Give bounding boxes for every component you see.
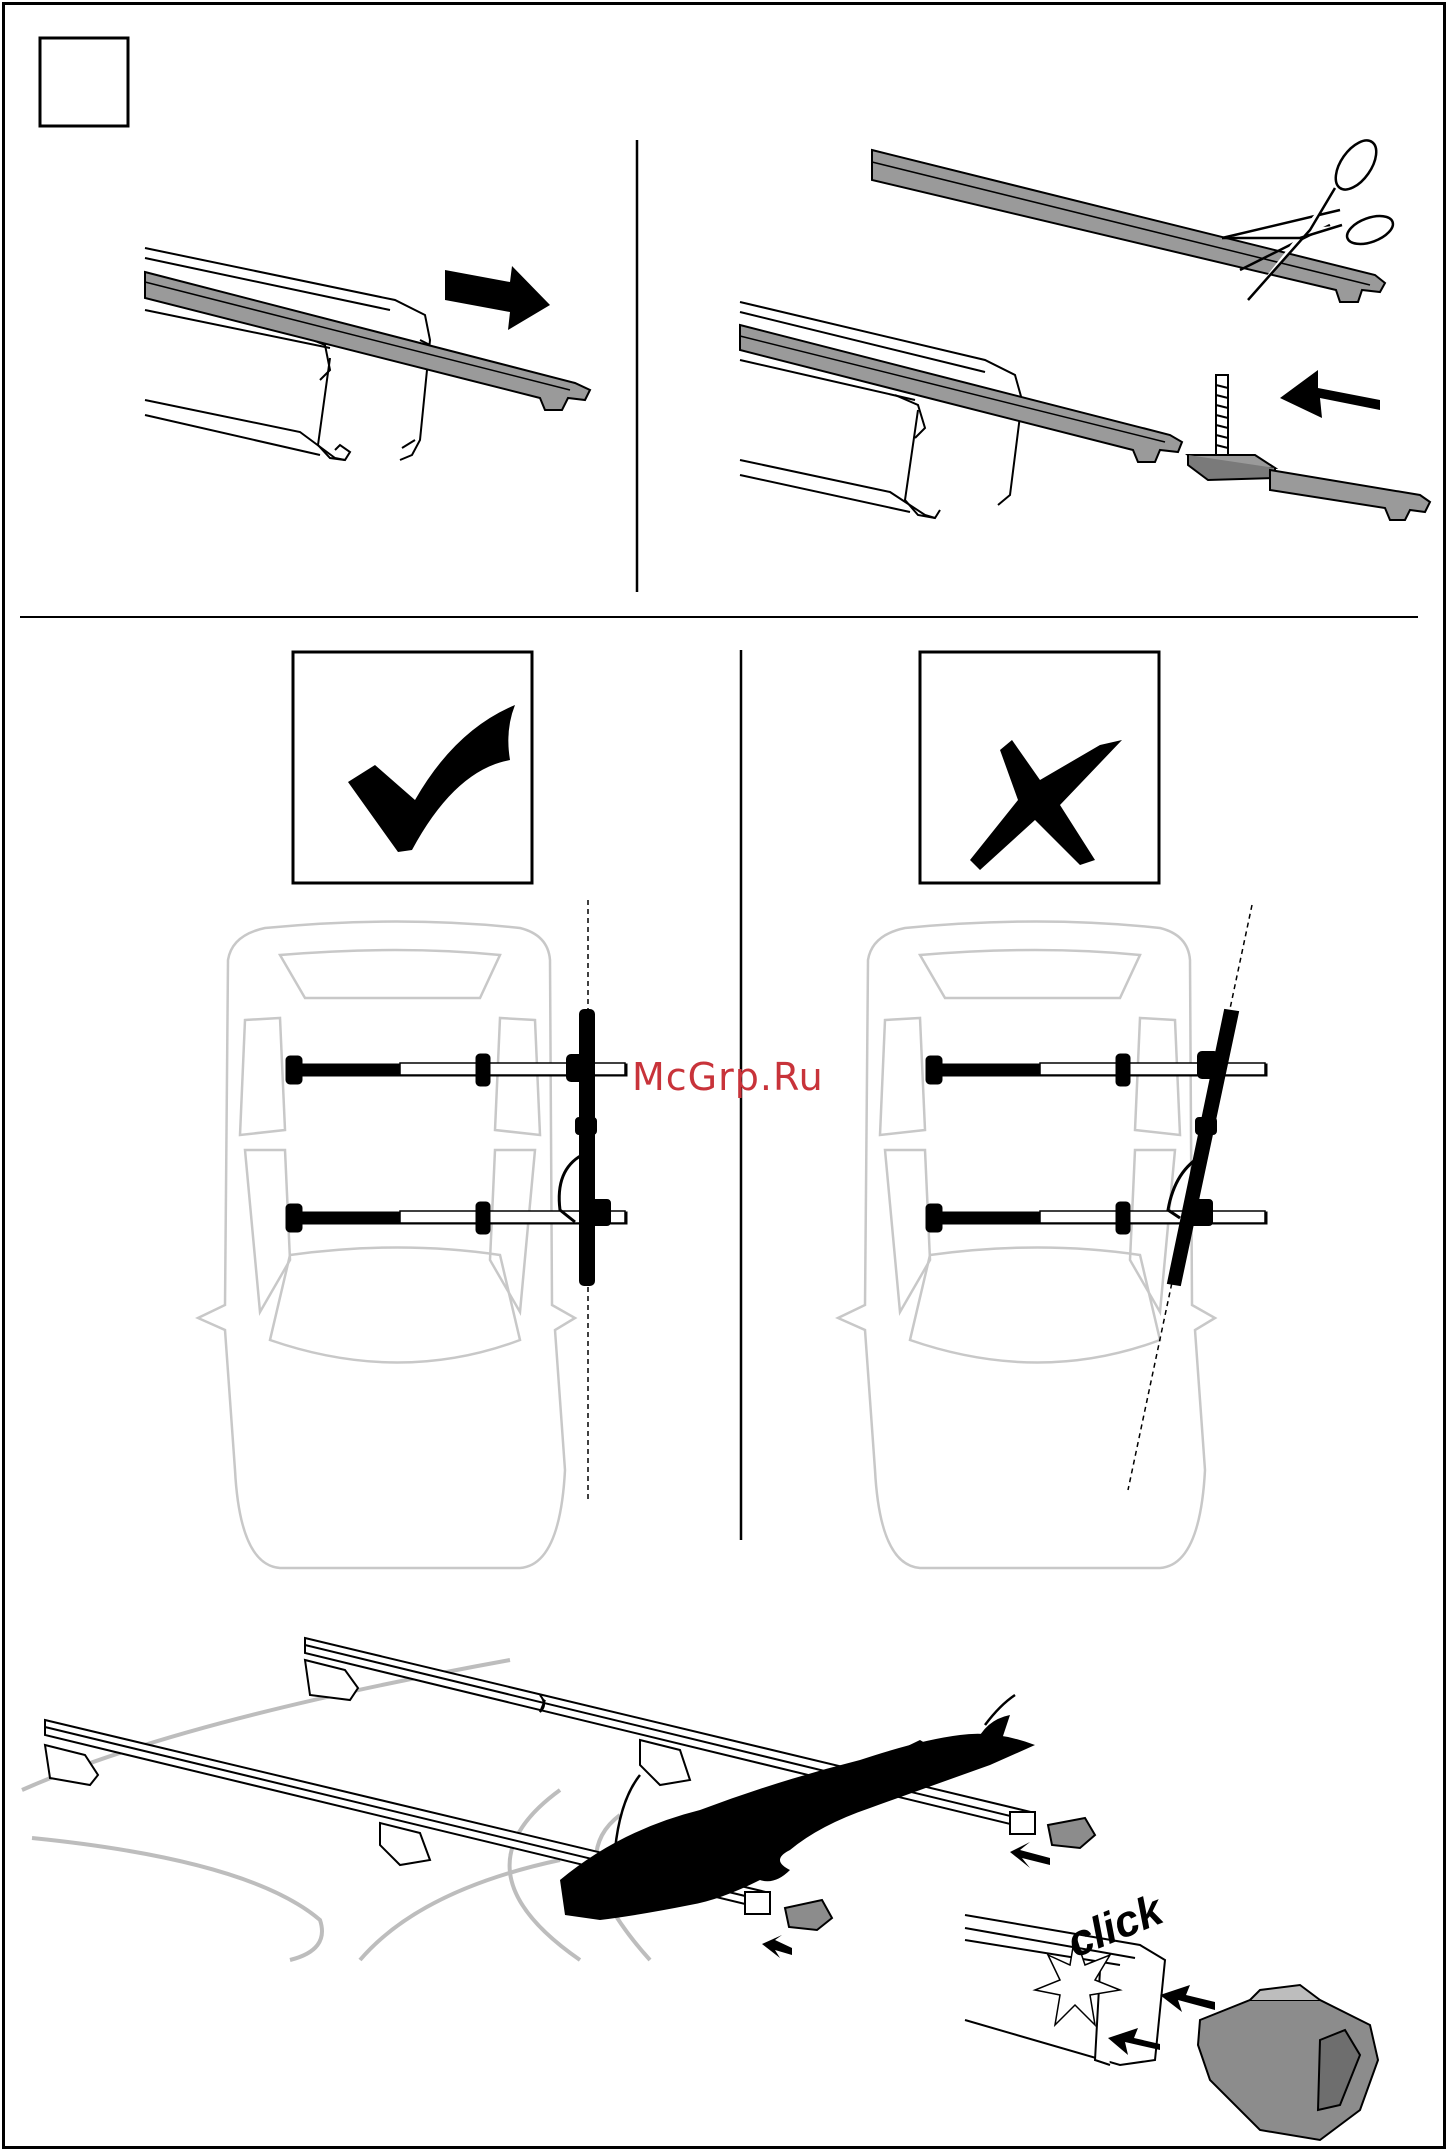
- roof-bar-rear: [305, 1638, 1035, 1834]
- step-number-box: [40, 38, 128, 126]
- arrow-left-small-rear-icon: [1010, 1842, 1050, 1868]
- end-cap-large: [1198, 1985, 1378, 2140]
- roof-feet: [45, 1660, 690, 1865]
- x-mark-icon: [970, 740, 1122, 870]
- rubber-strip-right: [740, 325, 1182, 462]
- bike-carrier-mounted: [560, 1715, 1035, 1920]
- watermark: McGrp.Ru: [632, 1055, 824, 1099]
- bike-carrier-correct: [559, 1010, 610, 1285]
- end-cap-small-front: [785, 1900, 832, 1930]
- arrow-left-small-front-icon: [762, 1935, 792, 1958]
- arrow-left-upper-icon: [1160, 1985, 1215, 2012]
- arrow-right-icon: [445, 266, 550, 330]
- arrow-left-icon: [1280, 370, 1380, 418]
- car-outline-correct: [198, 922, 575, 1569]
- rubber-strip-offcut: [1270, 470, 1430, 520]
- bike-carrier-incorrect: [1168, 1010, 1238, 1285]
- car-outline-incorrect: [838, 922, 1215, 1569]
- t-bolt-icon: [1188, 375, 1275, 480]
- end-cap-small-rear: [1048, 1818, 1095, 1848]
- check-mark-icon: [348, 705, 515, 852]
- incorrect-symbol-box: [920, 652, 1159, 883]
